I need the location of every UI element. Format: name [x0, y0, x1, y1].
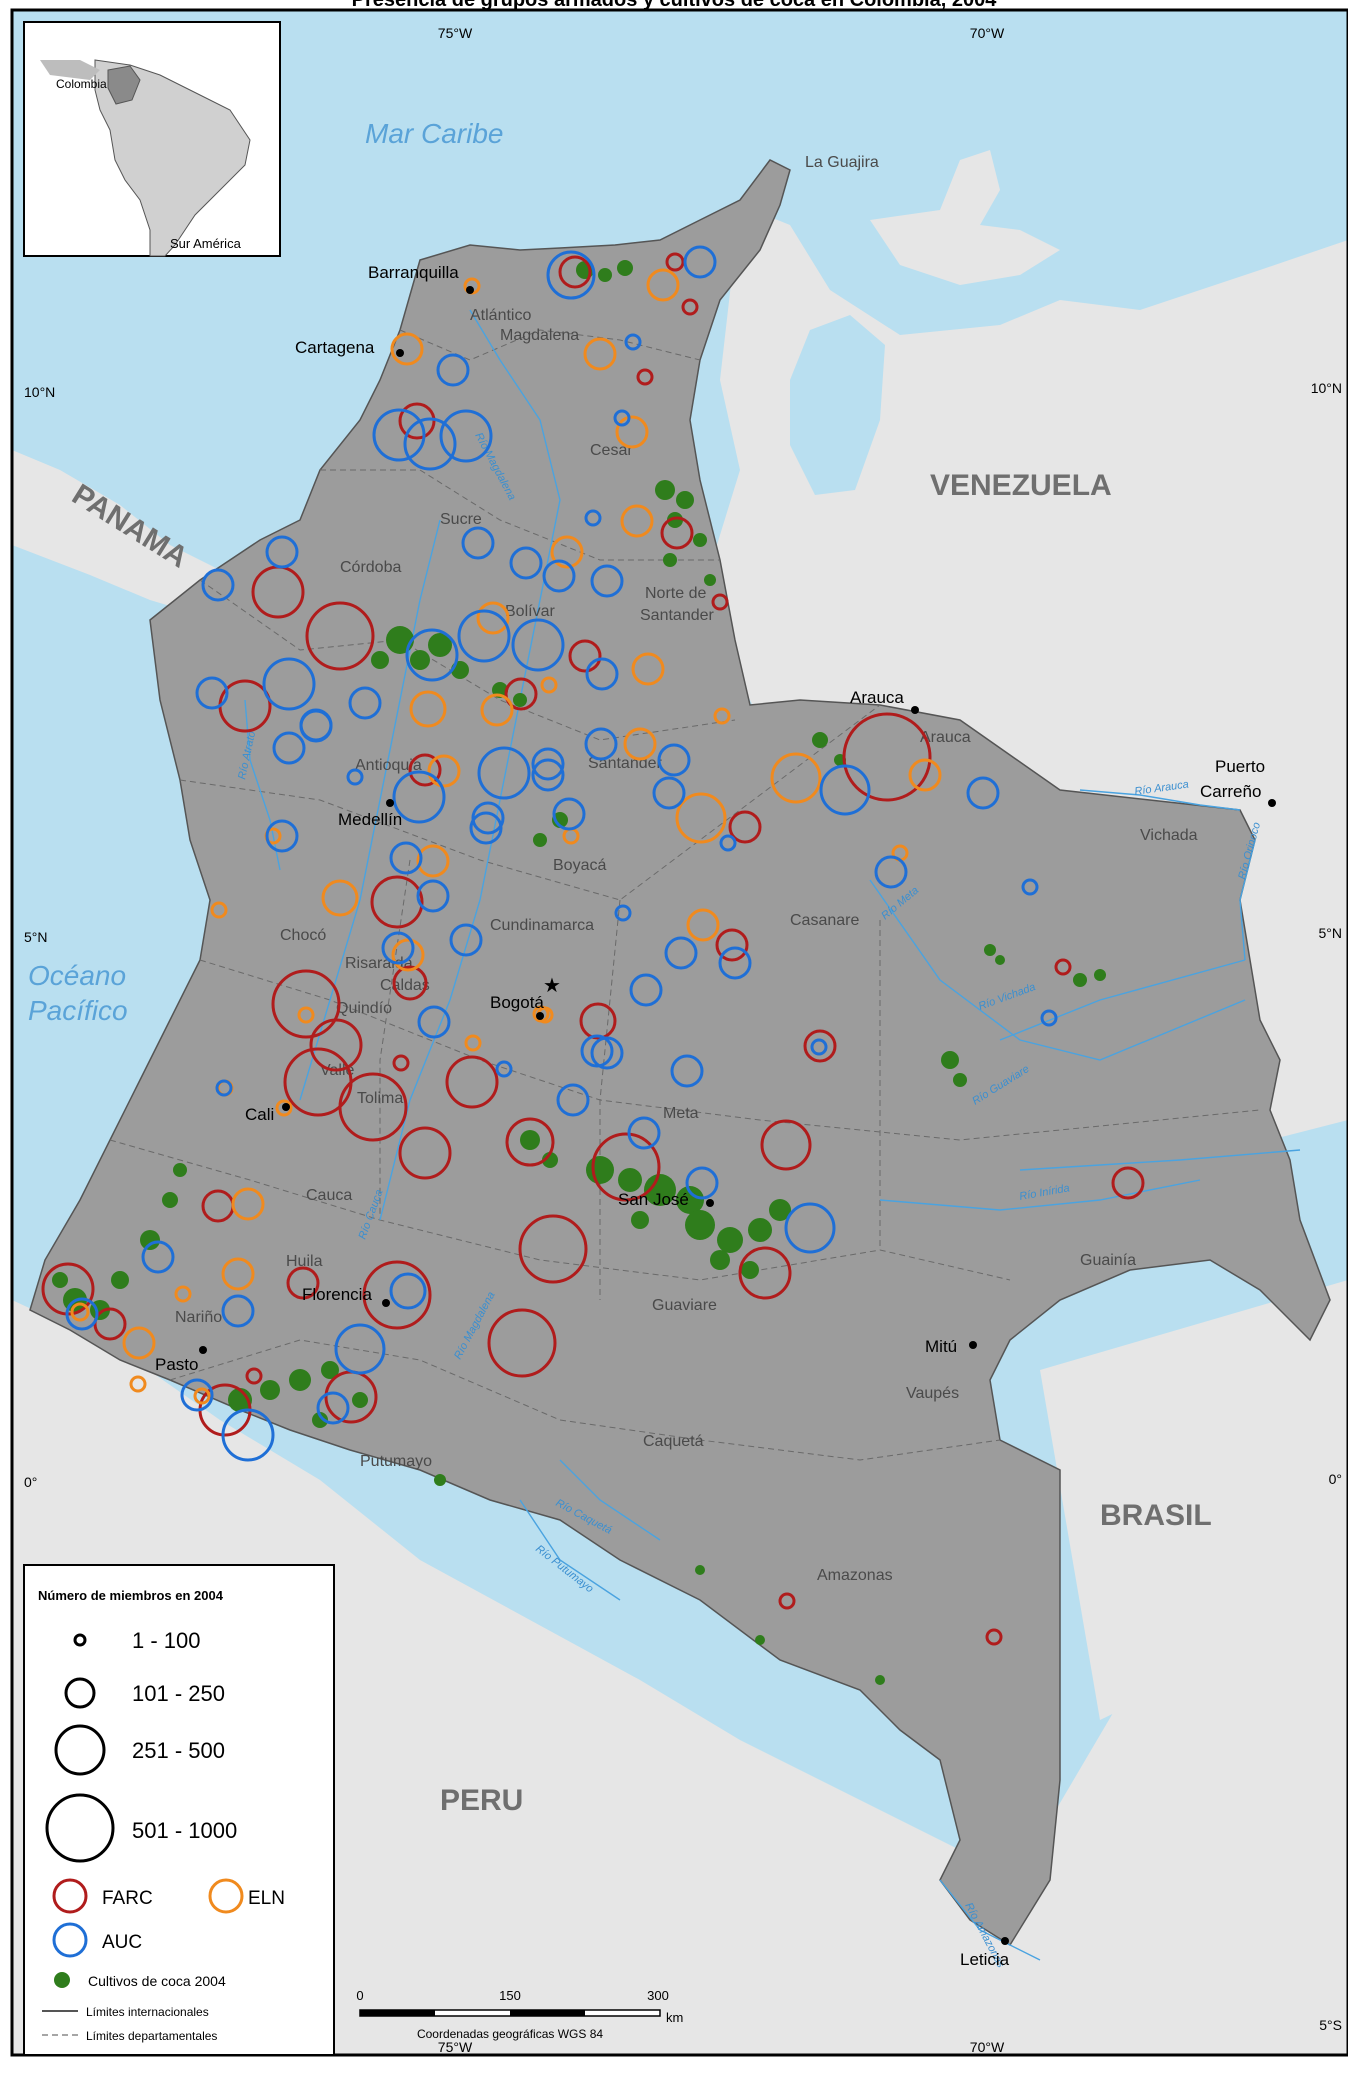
svg-text:Medellín: Medellín — [338, 810, 402, 829]
svg-text:Pacífico: Pacífico — [28, 995, 128, 1026]
svg-text:Putumayo: Putumayo — [360, 1453, 432, 1470]
legend-size-4: 501 - 1000 — [132, 1818, 237, 1843]
water-labels: Mar Caribe Océano Pacífico — [28, 118, 503, 1026]
scale-bar: 0 150 300 km Coordenadas geográficas WGS… — [356, 1988, 683, 2041]
svg-text:VENEZUELA: VENEZUELA — [930, 469, 1112, 502]
department-boundaries — [109, 329, 1261, 1461]
svg-text:Florencia: Florencia — [302, 1285, 372, 1304]
svg-text:Barranquilla: Barranquilla — [368, 263, 459, 282]
legend-title: Número de miembros en 2004 — [38, 1588, 224, 1603]
south-land-east — [1040, 1280, 1348, 1720]
svg-text:Carreño: Carreño — [1200, 782, 1261, 801]
svg-text:Risaralda: Risaralda — [345, 955, 413, 972]
lake-maracaibo — [790, 315, 885, 495]
auc-markers — [65, 245, 1058, 1462]
svg-text:Bogotá: Bogotá — [490, 993, 544, 1012]
legend-size-3: 251 - 500 — [132, 1738, 225, 1763]
svg-text:San José: San José — [618, 1190, 689, 1209]
legend: Número de miembros en 2004 1 - 100 101 -… — [23, 1564, 335, 2056]
svg-text:Santander: Santander — [640, 607, 715, 624]
rivers — [244, 309, 1301, 1961]
svg-text:Mitú: Mitú — [925, 1337, 957, 1356]
svg-text:75°W: 75°W — [438, 25, 473, 41]
svg-text:Puerto: Puerto — [1215, 757, 1265, 776]
svg-text:0°: 0° — [24, 1474, 37, 1490]
svg-text:Pasto: Pasto — [155, 1355, 198, 1374]
svg-text:BRASIL: BRASIL — [1100, 1499, 1212, 1532]
svg-text:Océano: Océano — [28, 960, 126, 991]
svg-text:PERU: PERU — [440, 1784, 523, 1817]
legend-size-1: 1 - 100 — [132, 1628, 201, 1653]
svg-text:Córdoba: Córdoba — [340, 559, 401, 576]
svg-text:0°: 0° — [1329, 1471, 1342, 1487]
map-title-fragment: Presencia de grupos armados y cultivos d… — [352, 0, 998, 11]
svg-text:Bolívar: Bolívar — [505, 603, 555, 620]
svg-text:La Guajira: La Guajira — [805, 154, 879, 171]
legend-eln: ELN — [248, 1888, 285, 1909]
svg-text:Chocó: Chocó — [280, 927, 326, 944]
svg-text:Nariño: Nariño — [175, 1309, 222, 1326]
svg-text:Arauca: Arauca — [850, 688, 904, 707]
svg-text:Boyacá: Boyacá — [553, 857, 606, 874]
svg-text:Guaviare: Guaviare — [652, 1297, 717, 1314]
svg-text:Cali: Cali — [245, 1105, 274, 1124]
svg-text:Vichada: Vichada — [1140, 827, 1198, 844]
svg-text:Sucre: Sucre — [440, 511, 482, 528]
svg-text:Cesar: Cesar — [590, 442, 633, 459]
city-markers — [199, 286, 1276, 1945]
legend-dept-boundary: Límites departamentales — [86, 2029, 217, 2043]
svg-text:5°S: 5°S — [1319, 2017, 1342, 2033]
svg-text:0: 0 — [356, 1988, 363, 2003]
legend-size-2: 101 - 250 — [132, 1681, 225, 1706]
svg-text:Casanare: Casanare — [790, 912, 859, 929]
svg-text:Vaupés: Vaupés — [906, 1385, 959, 1402]
svg-text:Tolima: Tolima — [357, 1090, 403, 1107]
svg-text:km: km — [666, 2010, 683, 2025]
svg-text:Magdalena: Magdalena — [500, 327, 579, 344]
svg-text:300: 300 — [647, 1988, 669, 2003]
svg-text:Arauca: Arauca — [920, 729, 971, 746]
map-frame — [10, 8, 1348, 2057]
department-labels: La Guajira Atlántico Magdalena Cesar Suc… — [175, 154, 1198, 1584]
legend-farc: FARC — [102, 1888, 153, 1909]
svg-text:75°W: 75°W — [438, 2039, 473, 2055]
svg-text:Caldas: Caldas — [380, 977, 430, 994]
inset-map: Colombia Sur América — [23, 21, 281, 257]
svg-text:Sur América: Sur América — [170, 236, 242, 251]
svg-text:Guainía: Guainía — [1080, 1252, 1136, 1269]
svg-text:Atlántico: Atlántico — [470, 307, 531, 324]
svg-text:Huila: Huila — [286, 1253, 323, 1270]
svg-text:Caquetá: Caquetá — [643, 1433, 704, 1450]
graticule: 75°W 70°W 75°W 70°W 10°N 5°N 0° 10°N 5°N… — [24, 25, 1342, 2055]
svg-text:5°N: 5°N — [1319, 925, 1343, 941]
projection-note: Coordenadas geográficas WGS 84 — [417, 2027, 603, 2041]
capital-star-icon: ★ — [543, 975, 561, 997]
svg-text:Cundinamarca: Cundinamarca — [490, 917, 594, 934]
svg-text:150: 150 — [499, 1988, 521, 2003]
svg-text:Norte de: Norte de — [645, 585, 706, 602]
svg-text:Antioquia: Antioquia — [355, 757, 422, 774]
svg-text:70°W: 70°W — [970, 2039, 1005, 2055]
svg-text:10°N: 10°N — [1311, 380, 1342, 396]
svg-text:Leticia: Leticia — [960, 1950, 1010, 1969]
svg-text:Meta: Meta — [663, 1105, 699, 1122]
svg-text:5°N: 5°N — [24, 929, 48, 945]
legend-coca: Cultivos de coca 2004 — [88, 1973, 226, 1989]
city-labels: Barranquilla Cartagena Arauca Puerto Car… — [155, 263, 1265, 1969]
legend-intl-boundary: Límites internacionales — [86, 2005, 209, 2019]
svg-text:Cartagena: Cartagena — [295, 338, 375, 357]
eln-markers — [70, 268, 942, 1405]
svg-text:Mar Caribe: Mar Caribe — [365, 118, 503, 149]
svg-text:Colombia: Colombia — [56, 77, 107, 91]
legend-auc: AUC — [102, 1932, 142, 1953]
svg-text:Quindío: Quindío — [336, 1000, 392, 1017]
svg-text:70°W: 70°W — [970, 25, 1005, 41]
svg-text:10°N: 10°N — [24, 384, 55, 400]
maracaibo-peninsula — [870, 150, 1060, 285]
svg-text:Cauca: Cauca — [306, 1187, 352, 1204]
armed-group-markers — [41, 245, 1145, 1646]
svg-text:Amazonas: Amazonas — [817, 1567, 893, 1584]
